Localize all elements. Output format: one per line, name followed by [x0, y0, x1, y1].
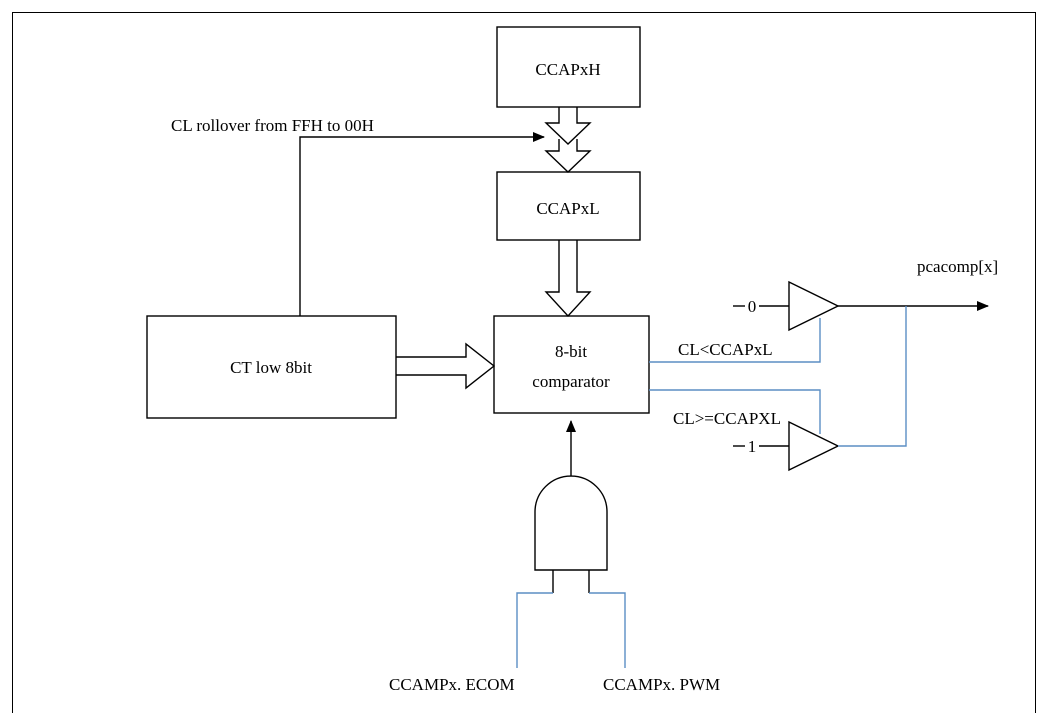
ct-low-8bit-block	[146, 315, 397, 419]
bus-arrow-ccapxh-upper	[544, 107, 592, 145]
pwm-signal-wire	[589, 592, 626, 668]
ecom-label: CCAMPx. ECOM	[389, 675, 515, 694]
rollover-label: CL rollover from FFH to 00H	[171, 116, 374, 135]
bus-arrow-ccapxh-lower	[544, 139, 592, 173]
ecom-signal-wire	[516, 592, 553, 668]
diagram-frame	[12, 12, 1036, 713]
buffer-lower-icon	[788, 420, 840, 472]
cl-lt-enable-wire	[649, 318, 821, 363]
rollover-signal-line	[299, 132, 545, 316]
pcacomp-output-label: pcacomp[x]	[917, 257, 998, 276]
bus-arrow-ct-comparator	[396, 342, 496, 390]
cl-ge-label: CL>=CCAPXL	[673, 409, 781, 428]
comparator-label-line1: 8-bit	[555, 342, 587, 361]
pwm-label: CCAMPx. PWM	[603, 675, 720, 694]
cl-lt-label: CL<CCAPxL	[678, 340, 773, 359]
lower-buffer-output-wire	[838, 306, 907, 447]
and-gate-icon	[534, 475, 608, 571]
ccapxh-register-block	[496, 26, 641, 108]
comparator-block	[493, 315, 650, 414]
cl-ge-enable-wire	[649, 389, 821, 434]
ccapxl-label: CCAPxL	[536, 199, 599, 218]
buffer-upper-icon	[788, 280, 840, 332]
ct-low-8bit-label: CT low 8bit	[230, 358, 312, 377]
const-0-label: 0	[748, 297, 757, 316]
ccapxh-label: CCAPxH	[535, 60, 600, 79]
bus-arrow-ccapxl-comparator	[544, 240, 592, 318]
comparator-label-line2: comparator	[532, 372, 610, 391]
const-1-label: 1	[748, 437, 757, 456]
